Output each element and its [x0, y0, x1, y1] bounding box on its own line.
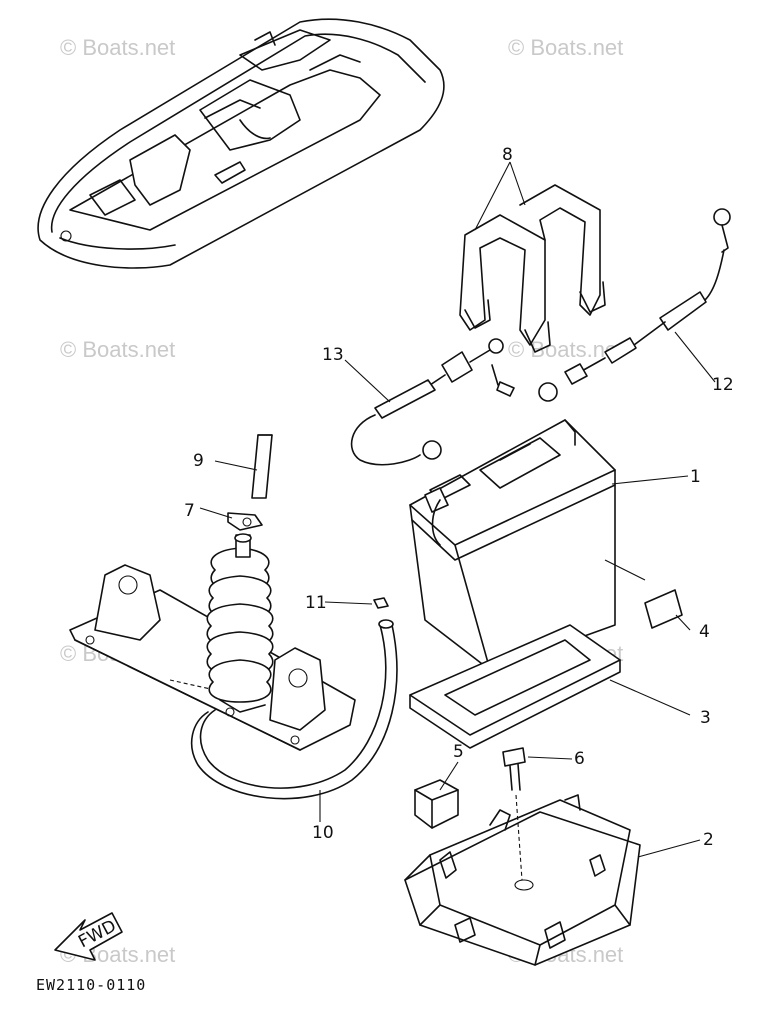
label-plate: [644, 589, 683, 629]
cable-negative: [350, 338, 515, 466]
callout-8: 8: [502, 145, 513, 165]
leader-lines: [199, 161, 716, 858]
callout-11: 11: [305, 593, 327, 613]
clip: [227, 512, 263, 531]
watermark: © Boats.net: [60, 35, 175, 60]
battery-box: [404, 794, 641, 966]
clamp: [373, 597, 389, 609]
callout-2: 2: [703, 830, 714, 850]
hose: [190, 619, 398, 800]
callout-10: 10: [312, 823, 334, 843]
spring: [206, 533, 274, 703]
fwd-arrow: FWD: [54, 912, 123, 961]
rubber-cap: [414, 779, 459, 829]
watermark: © Boats.net: [60, 337, 175, 362]
callout-12: 12: [712, 375, 734, 395]
watermark: © Boats.net: [508, 35, 623, 60]
cable-positive: [538, 208, 731, 402]
diagram-code: EW2110-0110: [36, 976, 146, 994]
callouts: 1 2 3 4 5 6 7 8 9 10 11 12 13: [184, 145, 734, 850]
callout-13: 13: [322, 345, 344, 365]
callout-6: 6: [574, 749, 585, 769]
callout-5: 5: [453, 742, 464, 762]
watermark: © Boats.net: [508, 337, 623, 362]
callout-7: 7: [184, 501, 195, 521]
callout-9: 9: [193, 451, 204, 471]
callout-3: 3: [700, 708, 711, 728]
battery: [409, 419, 616, 671]
bolt: [502, 747, 526, 881]
watercraft-overview: [37, 18, 445, 269]
callout-1: 1: [690, 467, 701, 487]
battery-mat: [409, 624, 621, 749]
callout-4: 4: [699, 622, 710, 642]
battery-band: [459, 184, 606, 353]
pin: [251, 434, 273, 499]
